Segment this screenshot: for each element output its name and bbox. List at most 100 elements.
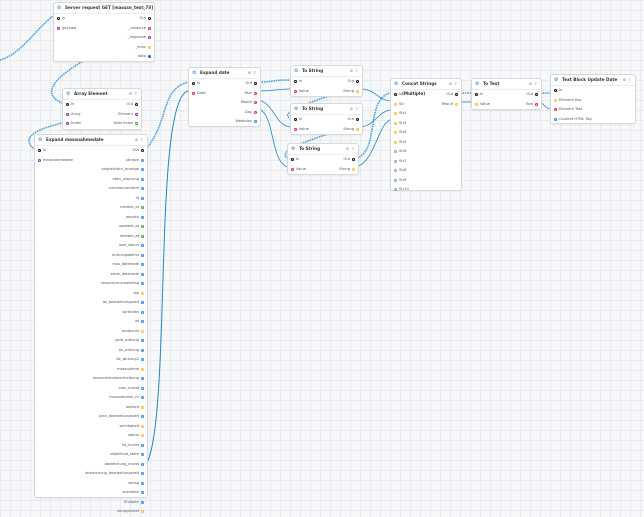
array-pin-icon[interactable]: [141, 367, 144, 371]
number-pin-icon[interactable]: [141, 453, 144, 457]
node-options-icon[interactable]: ⊙: [134, 137, 138, 142]
any-pin-icon[interactable]: [394, 150, 397, 154]
number-pin-icon[interactable]: [141, 339, 144, 343]
node-menu-icon[interactable]: ⋮: [454, 81, 458, 86]
array-pin-icon[interactable]: [141, 405, 144, 409]
exec-pin-icon[interactable]: [38, 149, 41, 153]
node-menu-icon[interactable]: ⋮: [355, 106, 359, 111]
node-menu-icon[interactable]: ⋮: [253, 70, 257, 75]
boolean-pin-icon[interactable]: [141, 234, 144, 238]
node-options-icon[interactable]: ⊙: [247, 70, 251, 75]
string-pin-icon[interactable]: [294, 127, 297, 131]
exec-pin-icon[interactable]: [554, 89, 557, 93]
node-options-icon[interactable]: ⊙: [349, 68, 353, 73]
number-pin-icon[interactable]: [141, 177, 144, 181]
number-pin-icon[interactable]: [141, 253, 144, 257]
number-pin-icon[interactable]: [141, 263, 144, 267]
number-pin-icon[interactable]: [141, 158, 144, 162]
object-pin-icon[interactable]: [38, 158, 41, 162]
node-menu-icon[interactable]: ⋮: [534, 81, 538, 86]
exec-pin-icon[interactable]: [535, 93, 538, 97]
string-pin-icon[interactable]: [254, 101, 257, 105]
object-pin-icon[interactable]: [66, 112, 69, 116]
boolean-pin-icon[interactable]: [135, 122, 138, 126]
string-pin-icon[interactable]: [148, 26, 151, 30]
object-pin-icon[interactable]: [66, 122, 69, 126]
number-pin-icon[interactable]: [141, 481, 144, 485]
exec-pin-icon[interactable]: [294, 80, 297, 84]
number-pin-icon[interactable]: [141, 168, 144, 172]
number-pin-icon[interactable]: [141, 472, 144, 476]
number-pin-icon[interactable]: [141, 491, 144, 495]
number-pin-icon[interactable]: [141, 320, 144, 324]
string-pin-icon[interactable]: [192, 91, 195, 95]
array-pin-icon[interactable]: [148, 45, 151, 49]
exec-pin-icon[interactable]: [254, 82, 257, 86]
string-pin-icon[interactable]: [554, 108, 557, 112]
node-menu-icon[interactable]: ⋮: [134, 91, 138, 96]
number-pin-icon[interactable]: [141, 500, 144, 504]
node-menu-icon[interactable]: ⋮: [355, 68, 359, 73]
number-pin-icon[interactable]: [141, 196, 144, 200]
array-pin-icon[interactable]: [356, 89, 359, 93]
array-pin-icon[interactable]: [475, 102, 478, 106]
any-pin-icon[interactable]: [394, 169, 397, 173]
exec-pin-icon[interactable]: [148, 17, 151, 21]
exec-pin-icon[interactable]: [356, 118, 359, 122]
exec-pin-icon[interactable]: [291, 158, 294, 162]
array-pin-icon[interactable]: [356, 127, 359, 131]
exec-pin-icon[interactable]: [455, 93, 458, 97]
node-menu-icon[interactable]: ⋮: [628, 77, 632, 82]
number-pin-icon[interactable]: [141, 187, 144, 191]
any-pin-icon[interactable]: [394, 159, 397, 163]
object-pin-icon[interactable]: [148, 36, 151, 40]
string-pin-icon[interactable]: [535, 102, 538, 106]
array-pin-icon[interactable]: [394, 140, 397, 144]
number-pin-icon[interactable]: [141, 301, 144, 305]
number-pin-icon[interactable]: [141, 358, 144, 362]
exec-pin-icon[interactable]: [192, 82, 195, 86]
node-options-icon[interactable]: ⊙: [528, 81, 532, 86]
string-pin-icon[interactable]: [254, 110, 257, 114]
string-pin-icon[interactable]: [294, 89, 297, 93]
number-pin-icon[interactable]: [141, 415, 144, 419]
node-options-icon[interactable]: ⊙: [128, 91, 132, 96]
array-pin-icon[interactable]: [394, 112, 397, 116]
object-pin-icon[interactable]: [57, 26, 60, 30]
string-pin-icon[interactable]: [291, 167, 294, 171]
node-options-icon[interactable]: ⊙: [349, 106, 353, 111]
node-title[interactable]: ⚙To String⊙⋮: [288, 144, 358, 155]
number-pin-icon[interactable]: [141, 443, 144, 447]
number-pin-icon[interactable]: [141, 244, 144, 248]
node-options-icon[interactable]: ⊙: [448, 81, 452, 86]
array-pin-icon[interactable]: [394, 121, 397, 125]
boolean-pin-icon[interactable]: [141, 225, 144, 229]
any-pin-icon[interactable]: [394, 178, 397, 182]
array-pin-icon[interactable]: [141, 510, 144, 514]
node-options-icon[interactable]: ⊙: [345, 146, 349, 151]
exec-pin-icon[interactable]: [135, 103, 138, 107]
array-pin-icon[interactable]: [455, 102, 458, 106]
number-pin-icon[interactable]: [254, 120, 257, 124]
node-title[interactable]: ⚙To Text⊙⋮: [472, 79, 541, 90]
node-title[interactable]: ⚙Array Element⊙⋮: [63, 89, 141, 100]
enum-pin-icon[interactable]: [148, 55, 151, 59]
array-pin-icon[interactable]: [394, 131, 397, 135]
node-menu-icon[interactable]: ⋮: [140, 137, 144, 142]
node-title[interactable]: ⚙Server request GET [masssn_test_73]⊙⋮: [54, 3, 154, 14]
node-menu-icon[interactable]: ⋮: [147, 5, 151, 10]
any-pin-icon[interactable]: [394, 188, 397, 192]
array-pin-icon[interactable]: [141, 329, 144, 333]
number-pin-icon[interactable]: [141, 386, 144, 390]
number-pin-icon[interactable]: [141, 310, 144, 314]
node-options-icon[interactable]: ⊙: [622, 77, 626, 82]
node-title[interactable]: ⚙Expand date⊙⋮: [189, 68, 260, 79]
node-title[interactable]: ⚙Text Block Update Date⊙⋮: [551, 75, 635, 86]
string-pin-icon[interactable]: [254, 91, 257, 95]
node-title[interactable]: ⚙To String⊙⋮: [291, 104, 362, 115]
exec-pin-icon[interactable]: [356, 80, 359, 84]
